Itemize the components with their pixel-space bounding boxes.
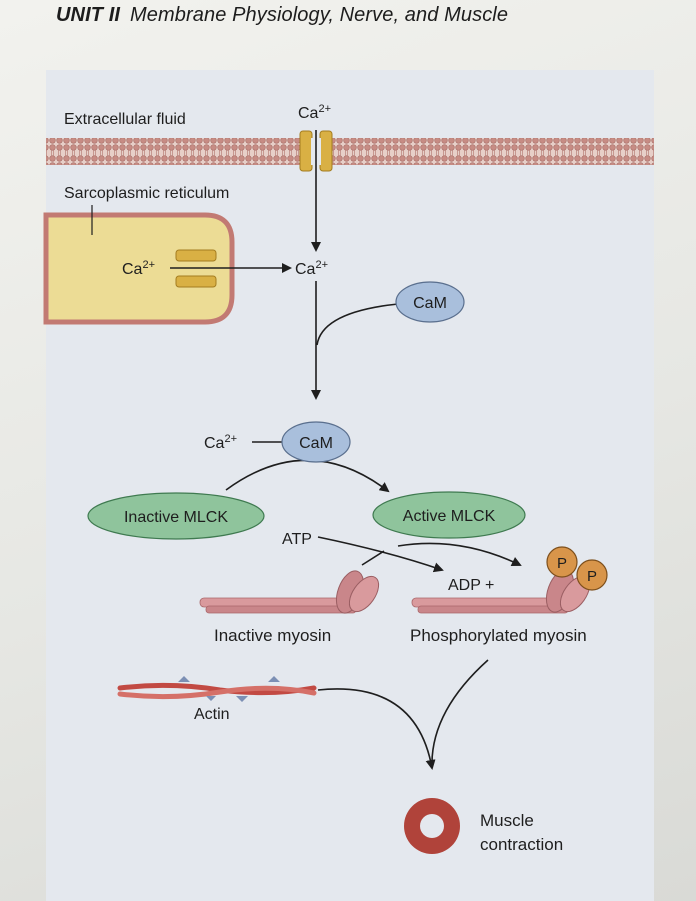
ca-binding-label: Ca2+ xyxy=(204,433,237,452)
arrow-actin-to-contraction xyxy=(317,688,436,770)
ca-sr-label: Ca2+ xyxy=(122,259,155,278)
phosphate-circle-2 xyxy=(576,559,608,591)
page-header: UNIT II Membrane Physiology, Nerve, and M… xyxy=(56,4,508,27)
cam-ellipse-bound xyxy=(281,421,351,463)
contraction-ring-hole xyxy=(420,814,444,838)
phosphorylated-myosin-molecule xyxy=(411,569,591,614)
arrow-atp-adp xyxy=(317,536,444,573)
phosphate-circle-1 xyxy=(546,546,578,578)
inactive-myosin-label: Inactive myosin xyxy=(214,626,331,645)
sr-calcium-channel xyxy=(175,249,217,288)
chapter-title: Membrane Physiology, Nerve, and Muscle xyxy=(130,4,509,26)
actin-filament xyxy=(117,676,317,702)
muscle-label-line1: Muscle xyxy=(480,811,534,830)
ca-cytosol-label: Ca2+ xyxy=(295,259,328,278)
arrow-myosin-to-contraction xyxy=(431,659,489,769)
active-mlck-ellipse xyxy=(372,491,526,539)
phosphorylated-myosin-label: Phosphorylated myosin xyxy=(410,626,587,645)
atp-label: ATP xyxy=(282,531,312,548)
inactive-mlck-label: Inactive MLCK xyxy=(124,509,228,526)
cell-membrane xyxy=(46,138,654,165)
cam-bound-label: CaM xyxy=(299,435,333,452)
arrow-cam-join xyxy=(316,303,399,346)
ca-membrane-label: Ca2+ xyxy=(298,103,331,122)
inactive-myosin-molecule xyxy=(199,570,380,614)
phosphate-label-1: P xyxy=(557,555,567,572)
active-mlck-label: Active MLCK xyxy=(403,508,496,525)
cam-free-label: CaM xyxy=(413,295,447,312)
arrow-phosphorylation xyxy=(397,542,522,567)
sarcoplasmic-reticulum-label: Sarcoplasmic reticulum xyxy=(64,185,229,202)
phosphate-label-2: P xyxy=(587,568,597,585)
actin-label: Actin xyxy=(194,706,230,723)
adp-label: ADP + xyxy=(448,577,494,594)
unit-label: UNIT II xyxy=(56,4,121,26)
cam-ellipse-free xyxy=(395,281,465,323)
sarcoplasmic-reticulum-body xyxy=(43,212,235,325)
muscle-label-line2: contraction xyxy=(480,835,563,854)
extracellular-label: Extracellular fluid xyxy=(64,111,186,128)
myosin-to-phos-line xyxy=(361,550,385,566)
inactive-mlck-ellipse xyxy=(87,492,265,540)
figure-panel xyxy=(46,70,654,901)
